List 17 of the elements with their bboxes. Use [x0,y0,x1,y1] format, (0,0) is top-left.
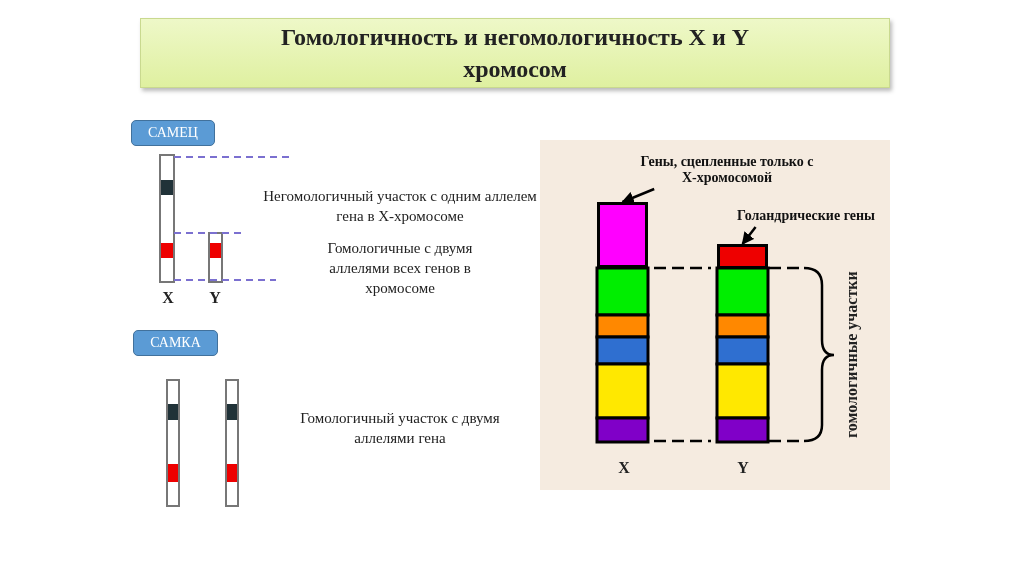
axis-letter: Y [208,288,222,308]
brace-label: гомологичные участки [842,270,862,441]
chromosome-segment [717,244,768,269]
callout-text: Голандрические гены [722,208,890,226]
title-banner: Гомологичность и негомологичность X и Y хромосом [140,18,890,88]
leader-line [621,187,655,204]
axis-letter: X [617,458,631,478]
description-text: Гомологичный участок с двумя аллелями гена [299,409,501,448]
chromosome-segment [597,202,648,268]
leader-line [741,226,757,245]
description-text: Гомологичные с двумя аллелями всех генов в хромосоме [326,239,474,298]
axis-letter: Y [736,458,750,478]
callout-text: Гены, сцепленные только с X-хромосомой [636,154,818,188]
tag-label: САМКА [133,330,218,356]
axis-letter: X [161,288,175,308]
description-text: Негомологичный участок с одним аллелем гена в X-хромосоме [262,187,538,226]
tag-label: САМЕЦ [131,120,215,146]
